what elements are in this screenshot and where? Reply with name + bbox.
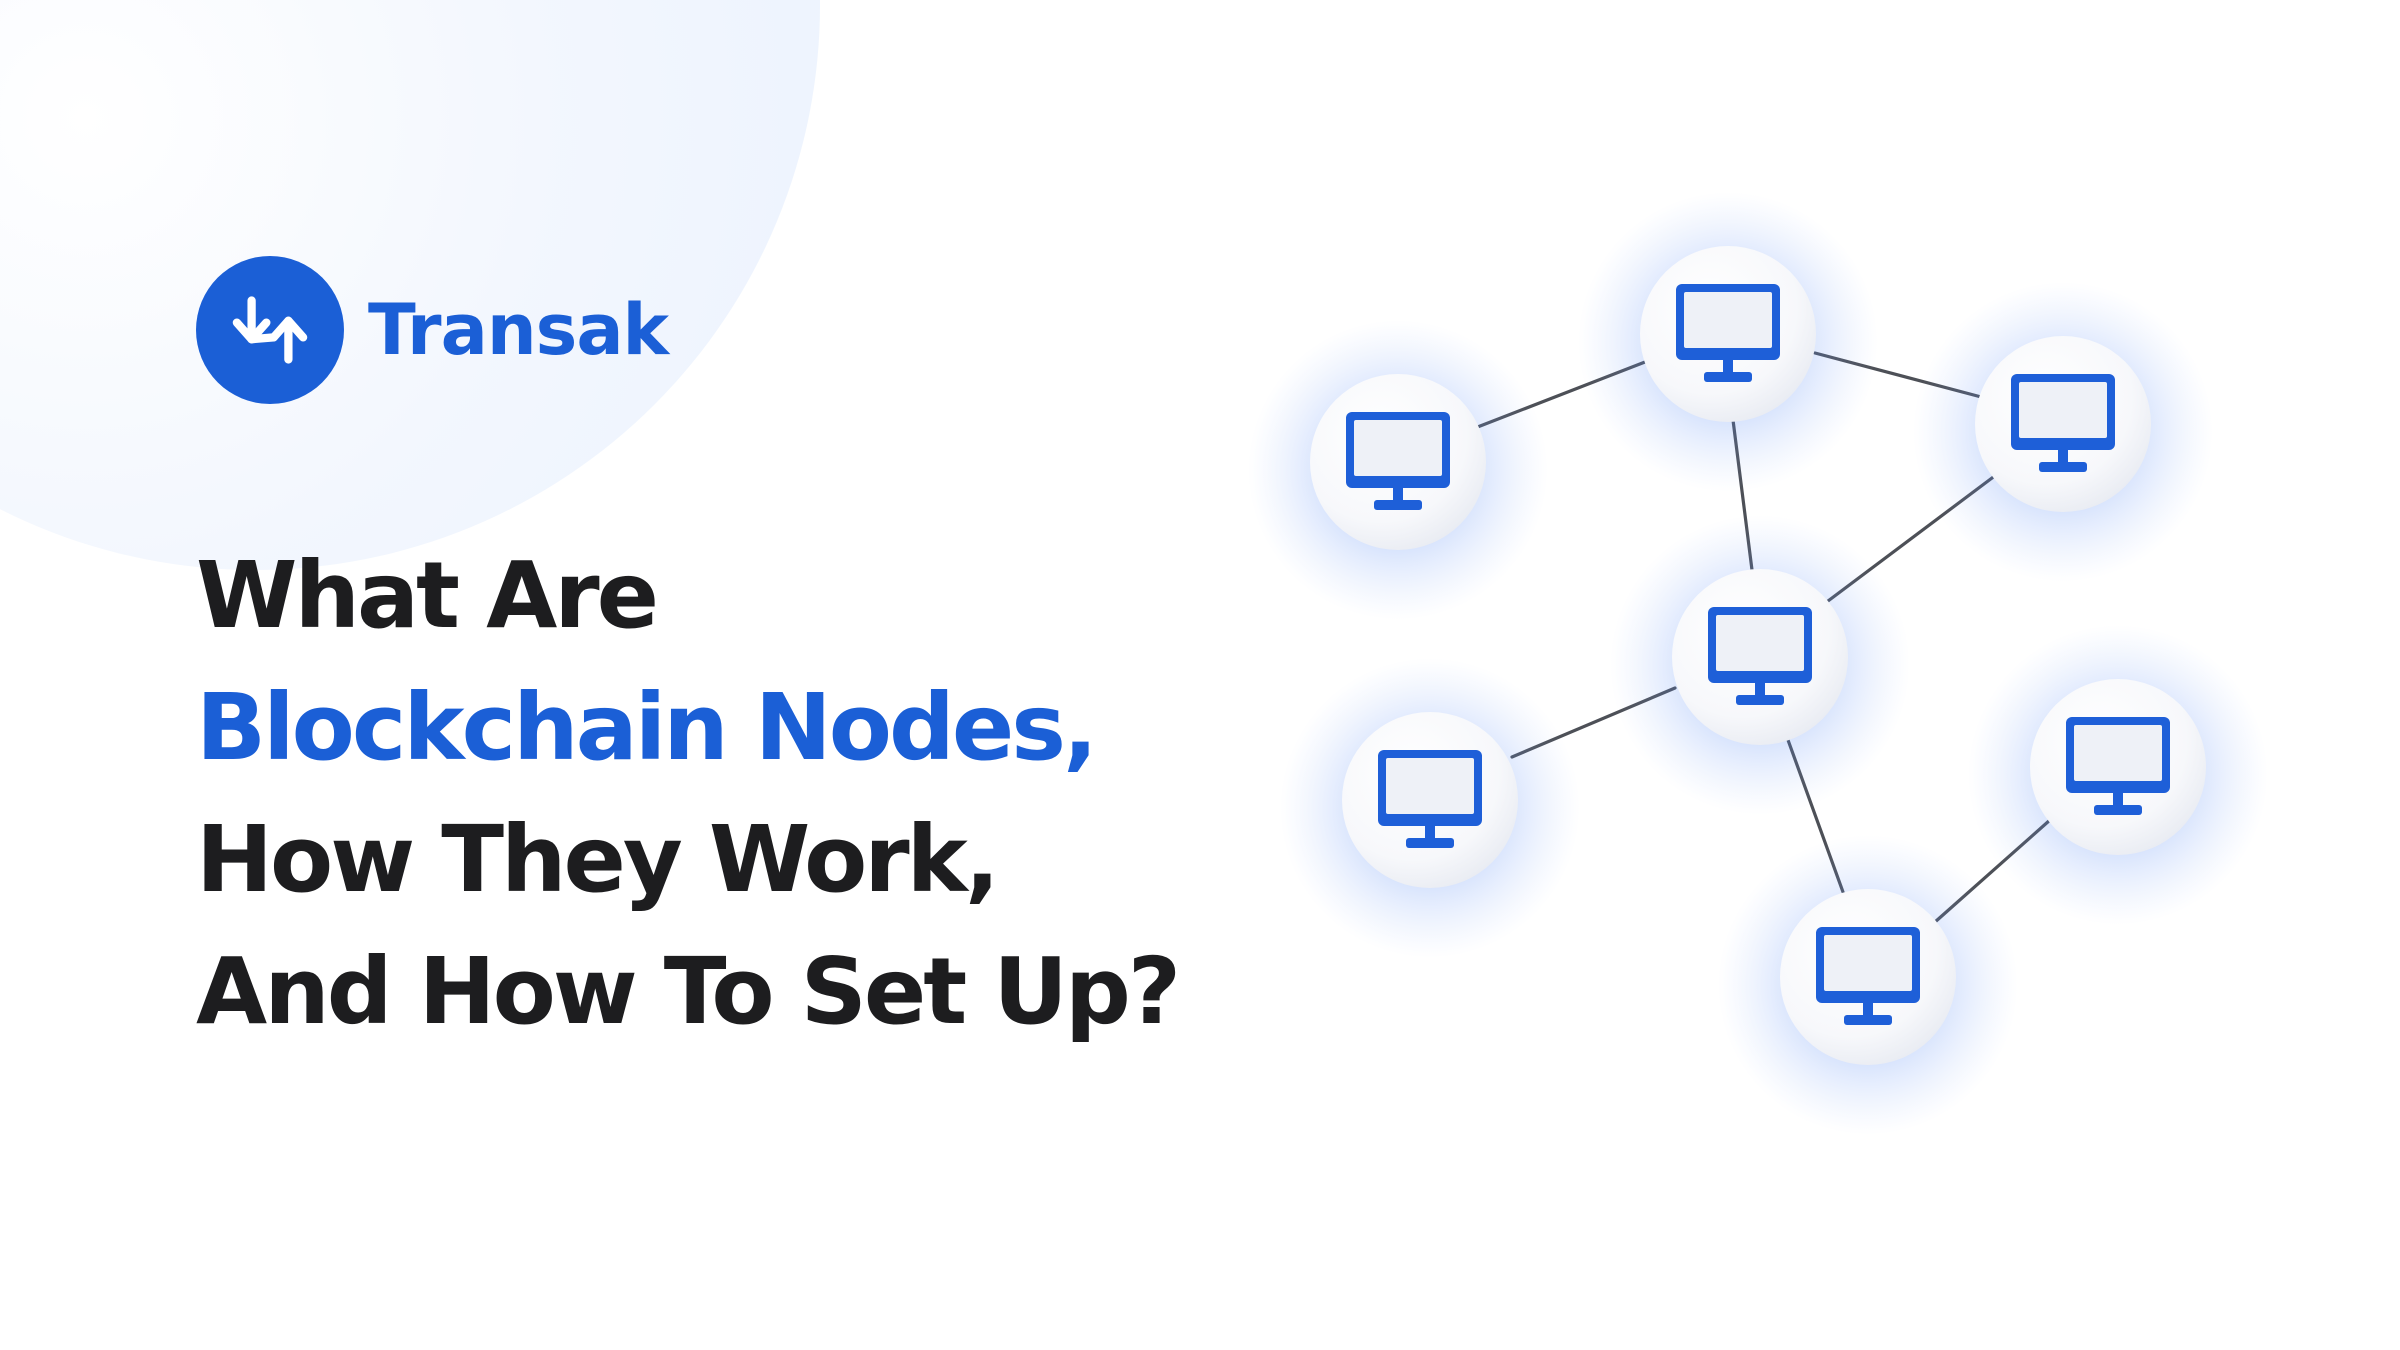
brand-name: Transak (368, 289, 669, 371)
node-6 (1718, 835, 2018, 1135)
page-title: What Are Blockchain Nodes, How They Work… (196, 530, 1181, 1058)
node-5 (1280, 658, 1580, 958)
transak-arrows-icon (196, 256, 344, 404)
node-2 (1578, 192, 1878, 492)
title-line-3: How They Work, (196, 806, 1000, 913)
node-3 (1913, 282, 2213, 582)
node-4 (1610, 515, 1910, 815)
title-line-2: Blockchain Nodes, (196, 674, 1098, 781)
node-7 (1968, 625, 2268, 925)
node-1 (1248, 320, 1548, 620)
title-line-4: And How To Set Up? (196, 938, 1181, 1045)
network-nodes (1248, 192, 2268, 1135)
transak-arrows-glyph (232, 296, 308, 364)
brand-logo[interactable]: Transak (196, 256, 669, 404)
title-line-1: What Are (196, 542, 659, 649)
